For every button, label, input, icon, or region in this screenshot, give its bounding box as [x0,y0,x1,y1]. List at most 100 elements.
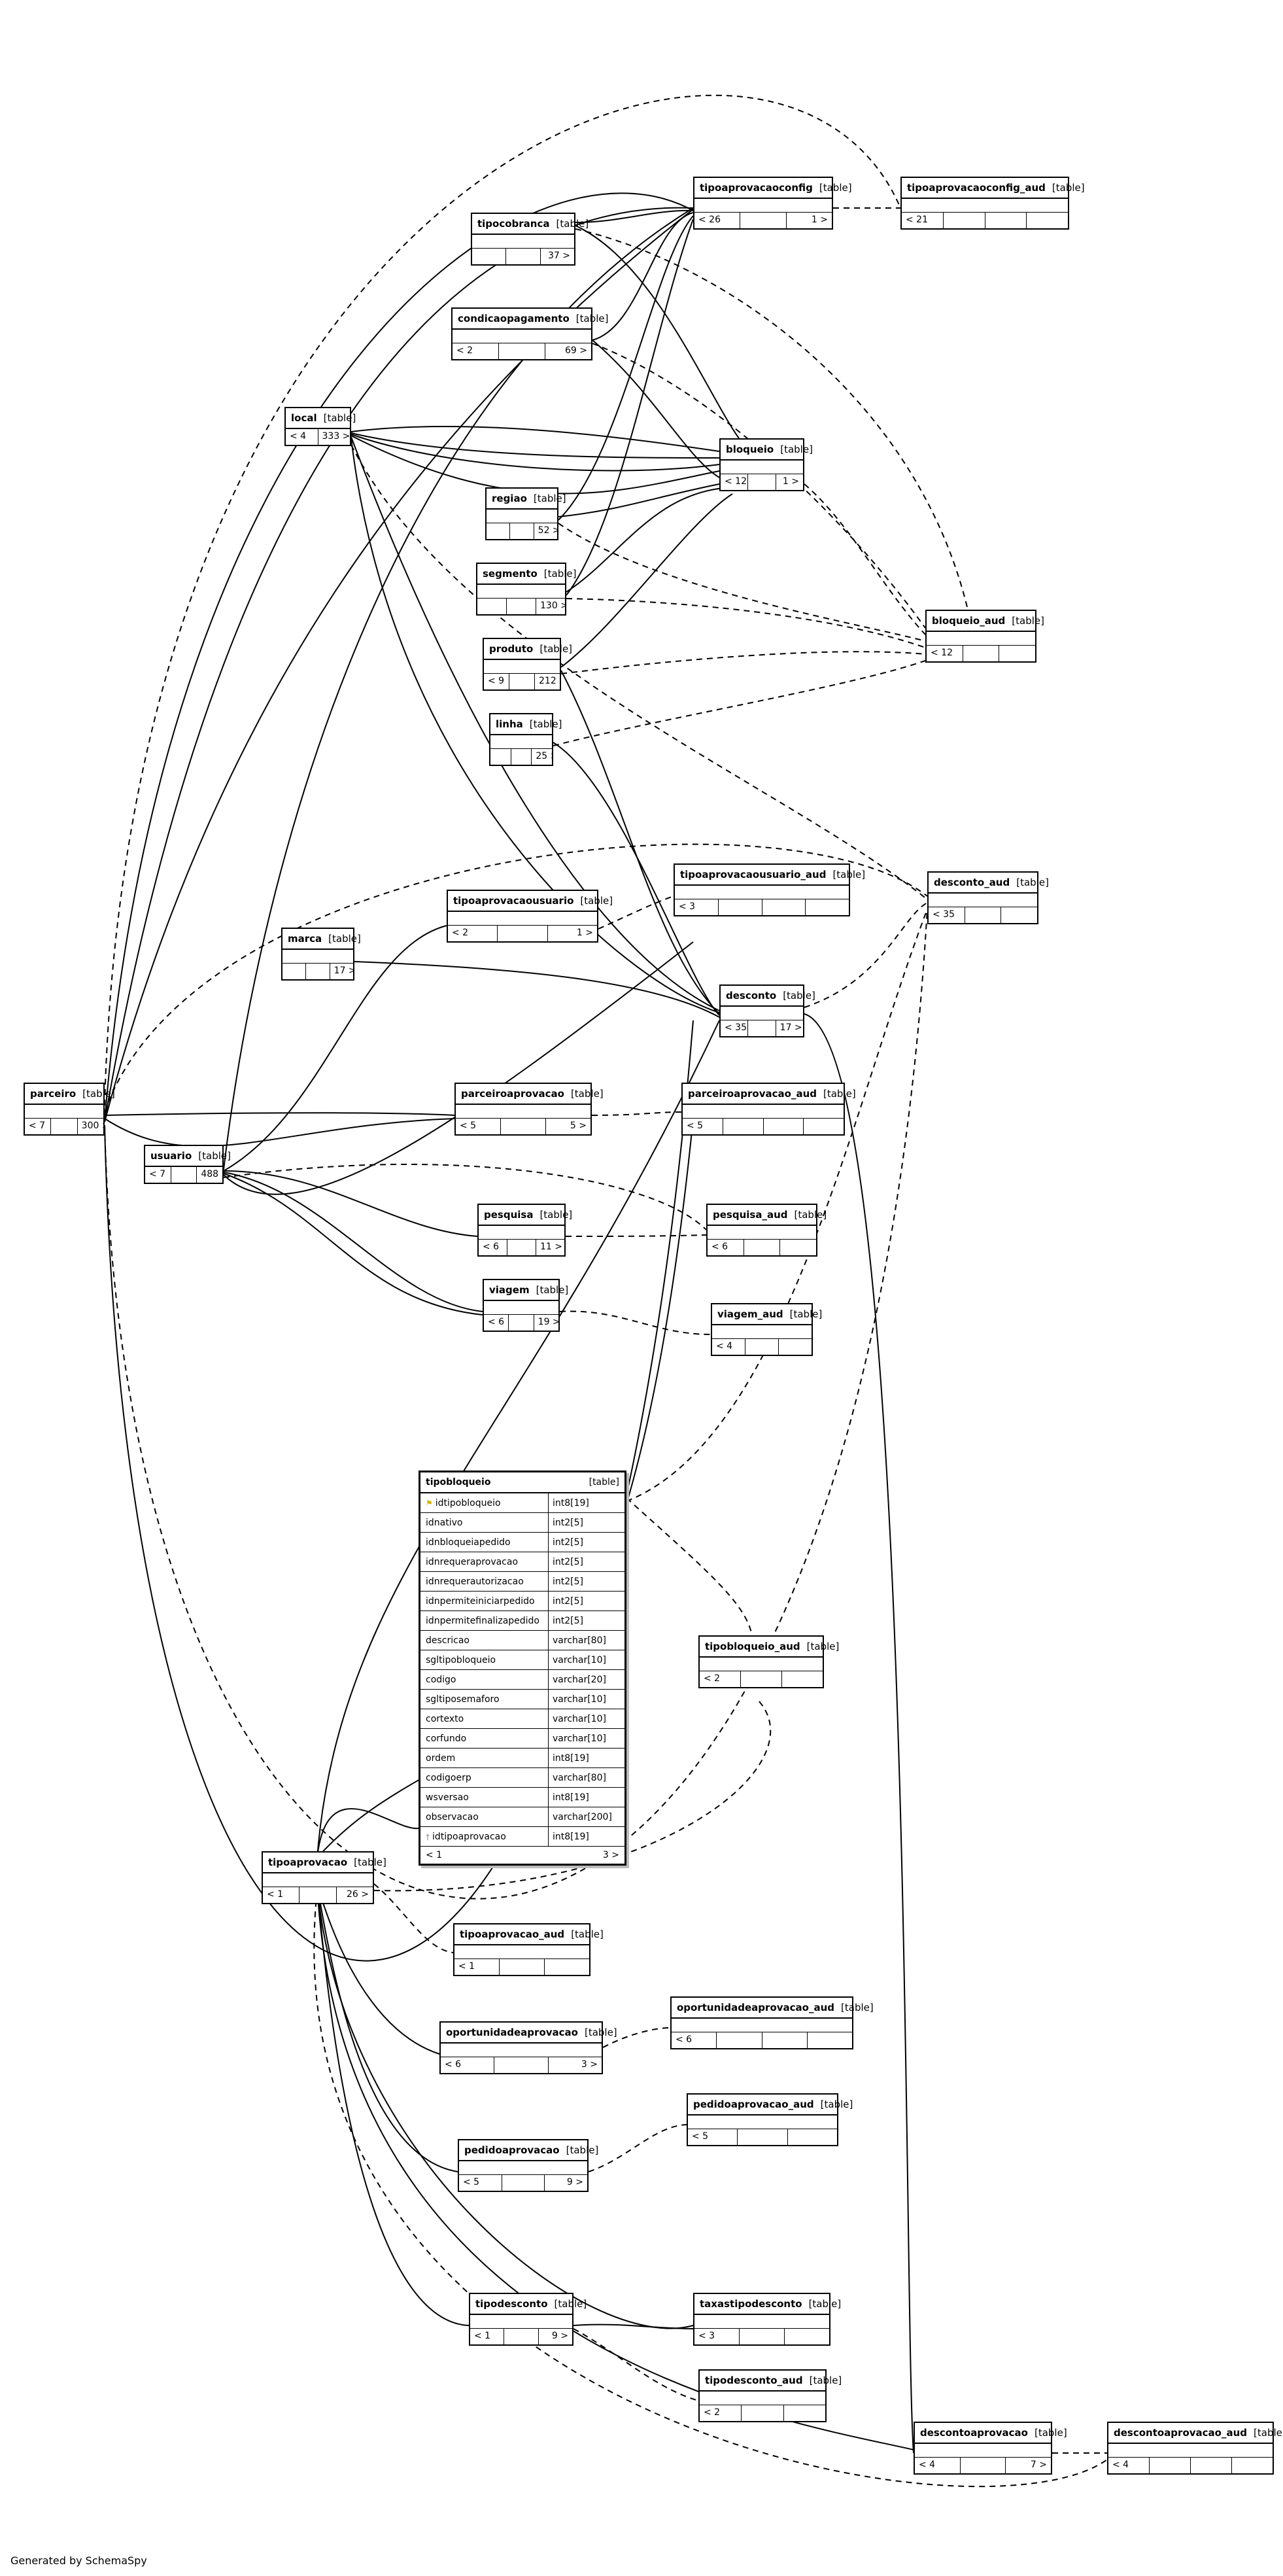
relationship-line [575,209,694,223]
table-pedidoaprovacao-aud[interactable]: pedidoaprovacao_aud[table] < 5 [687,2093,853,2146]
column-type: int8[19] [553,1752,589,1764]
table-tipodesconto-aud[interactable]: tipodesconto_aud[table] < 2 [698,2369,842,2422]
table-type: [table] [198,1149,231,1162]
table-descontoaprovacao-aud[interactable]: descontoaprovacao_aud[table] < 4 [1107,2422,1283,2475]
table-type: [table] [556,217,589,230]
table-name: taxastipodesconto [700,2297,802,2310]
column-type: varchar[20] [553,1674,606,1685]
relationship-line [316,1883,440,2055]
implied-relationship-line [553,660,926,746]
table-segmento[interactable]: segmento[table] 130 > [476,563,577,616]
table-tipoaprovacao-aud[interactable]: tipoaprovacao_aud[table] < 1 [453,1923,604,1976]
table-name: desconto_aud [934,876,1010,888]
table-type: [table] [539,1208,573,1221]
child-count: 488 > [201,1169,222,1179]
column-name: idnbloqueiapedido [426,1537,511,1548]
column-type: int2[5] [553,1556,583,1567]
table-tipocobranca[interactable]: tipocobranca[table] 37 > [471,213,589,266]
relationship-line [592,339,720,478]
table-regiao[interactable]: regiao[table] 52 > [485,487,566,540]
child-count: 3 > [581,2059,598,2070]
table-name: local [291,411,317,424]
table-name: pesquisa [484,1208,534,1221]
table-tipobloqueio-aud[interactable]: tipobloqueio_aud[table] < 2 [698,1635,839,1688]
relationship-line [351,425,720,452]
parent-count: < 4 [712,1339,745,1355]
table-name: tipoaprovacaoconfig [700,181,813,194]
table-name: pedidoaprovacao [464,2144,560,2156]
relationship-line [316,1883,694,2329]
table-linha[interactable]: linha[table] 25 > [489,713,562,766]
table-tipoaprovacaousuario-aud[interactable]: tipoaprovacaousuario_aud[table] < 3 [674,863,865,916]
table-marca[interactable]: marca[table] 17 > [281,928,361,981]
relationship-line [351,434,720,472]
primary-key-icon: ⚑ [426,1498,433,1508]
table-type: [table] [589,1477,619,1488]
column-type: int8[19] [553,1792,589,1803]
table-type: [table] [536,1283,569,1296]
parent-count: < 6 [479,1240,507,1255]
parent-count: < 21 [902,213,944,228]
relationship-line [553,742,720,1016]
table-name: parceiro [30,1087,77,1100]
relationship-line [566,487,733,593]
table-bloqueio-aud[interactable]: bloqueio_aud[table] < 12 [925,610,1044,663]
parent-count: < 4 [1108,2458,1150,2473]
parent-count: < 7 [25,1119,52,1134]
table-taxastipodesconto[interactable]: taxastipodesconto[table] < 3 [693,2293,841,2346]
table-parceiroaprovacao-aud[interactable]: parceiroaprovacao_aud[table] < 5 [681,1083,856,1136]
relationship-line [354,961,720,1018]
column-name: idnrequerautorizacao [426,1576,524,1587]
parent-count: < 3 [675,899,719,915]
relationship-line [575,225,740,439]
table-desconto-aud[interactable]: desconto_aud[table] < 35 [927,871,1049,924]
child-count: 1 > [811,215,828,225]
relationship-line [351,432,720,459]
table-tipoaprovacaoconfig-aud[interactable]: tipoaprovacaoconfig_aud[table] < 21 [900,177,1085,230]
column-name: sgltipobloqueio [426,1654,496,1665]
table-type: [table] [539,642,573,655]
table-viagem-aud[interactable]: viagem_aud[table] < 4 [711,1303,822,1356]
table-pesquisa-aud[interactable]: pesquisa_aud[table] < 6 [706,1204,827,1257]
table-oportunidadeaprovacao-aud[interactable]: oportunidadeaprovacao_aud[table] < 6 [670,1996,874,2049]
parent-count: < 3 [694,2329,740,2344]
implied-relationship-line [373,1700,772,1892]
child-count: 130 > [540,600,565,611]
